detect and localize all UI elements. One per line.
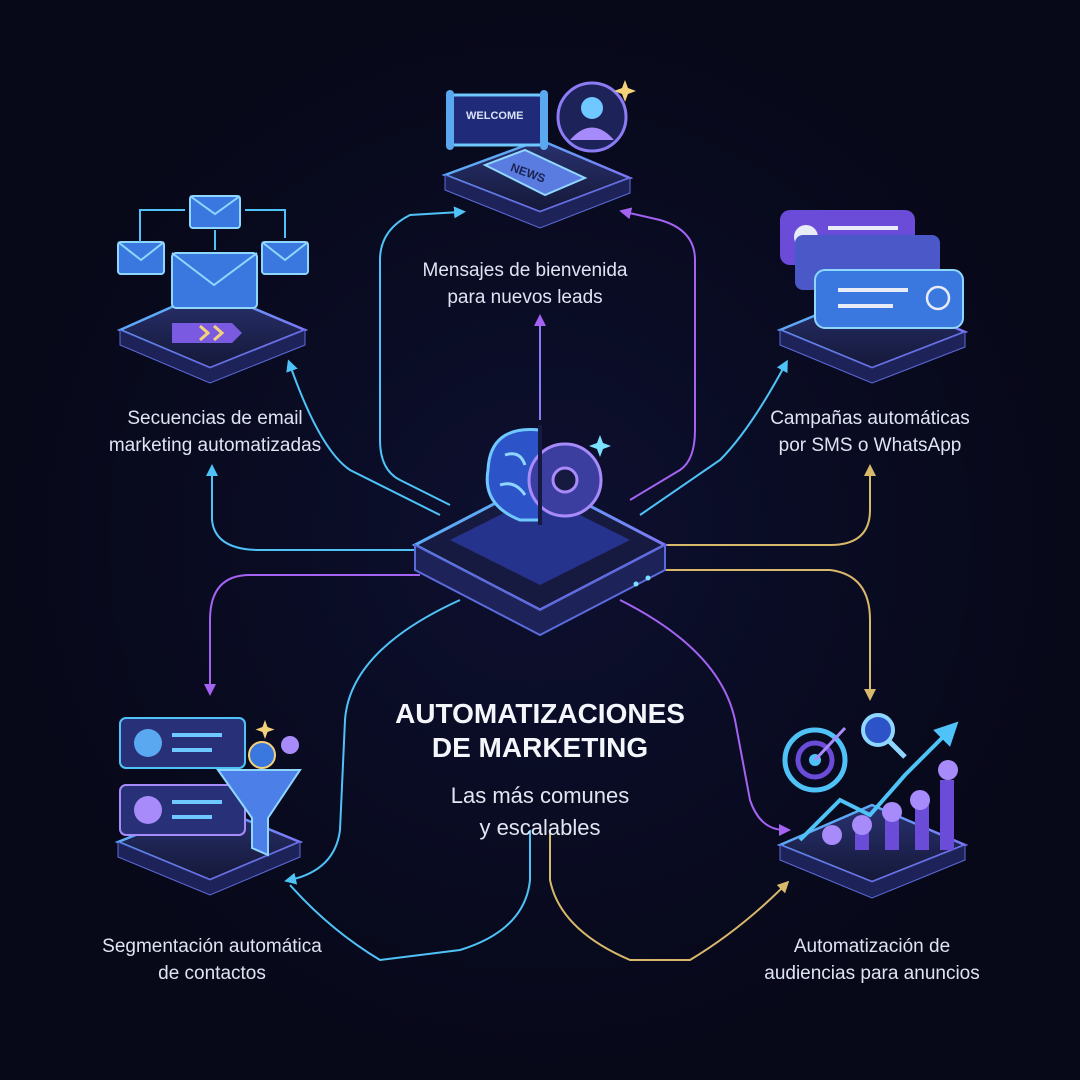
welcome-sign-text: WELCOME: [466, 110, 524, 122]
contact-card-icon: [119, 717, 246, 769]
connector: [289, 830, 531, 962]
subtitle: Las más comunes y escalables: [340, 780, 740, 844]
magnifier-icon: [861, 713, 907, 759]
label-line: Segmentación automática: [102, 936, 322, 957]
main-title: AUTOMATIZACIONES DE MARKETING: [340, 697, 740, 765]
label-line: Mensajes de bienvenida: [422, 260, 628, 281]
label-line: Secuencias de email: [127, 408, 303, 429]
brain-gear-icon: [485, 425, 611, 525]
label-line: marketing automatizadas: [108, 435, 322, 456]
target-icon: [782, 726, 848, 793]
title-line: AUTOMATIZACIONES: [395, 698, 685, 729]
contact-card-icon: [119, 784, 246, 836]
ai-chip-platform: [411, 478, 669, 637]
connector: [619, 599, 791, 836]
envelope-icon: [117, 241, 165, 275]
connector: [549, 830, 790, 961]
ads-label: Automatización de audiencias para anunci…: [712, 933, 1032, 987]
label-line: de contactos: [158, 963, 266, 984]
title-line: DE MARKETING: [431, 732, 649, 763]
funnel-icon: [216, 736, 302, 857]
sms-label: Campañas automáticas por SMS o WhatsApp: [710, 405, 1030, 459]
trend-arrow-icon: [798, 721, 959, 842]
email-label: Secuencias de email marketing automatiza…: [55, 405, 375, 459]
welcome-label: Mensajes de bienvenida para nuevos leads: [365, 257, 685, 311]
connector: [204, 574, 420, 696]
sms-platform: [776, 210, 969, 384]
email-platform: [116, 195, 309, 384]
connector: [665, 464, 876, 546]
ads-platform: [776, 713, 969, 899]
segmentation-platform: [114, 717, 304, 896]
phone-chat-icon: [795, 235, 964, 329]
subtitle-line: y escalables: [479, 815, 601, 840]
label-line: para nuevos leads: [447, 287, 603, 308]
connector: [286, 359, 441, 516]
label-line: Campañas automáticas: [770, 408, 970, 429]
envelope-icon: [261, 241, 309, 275]
connector: [379, 206, 466, 506]
connector: [665, 569, 876, 701]
label-line: por SMS o WhatsApp: [778, 435, 962, 456]
segmentation-label: Segmentación automática de contactos: [52, 933, 372, 987]
connector: [206, 464, 420, 551]
subtitle-line: Las más comunes: [450, 783, 630, 808]
envelope-icon: [189, 195, 241, 229]
connector: [284, 599, 461, 885]
envelope-icon: [171, 252, 258, 309]
connector: [639, 359, 788, 516]
welcome-platform: [441, 80, 636, 229]
label-line: Automatización de: [793, 936, 951, 957]
label-line: audiencias para anuncios: [764, 963, 980, 984]
connector: [619, 207, 696, 501]
